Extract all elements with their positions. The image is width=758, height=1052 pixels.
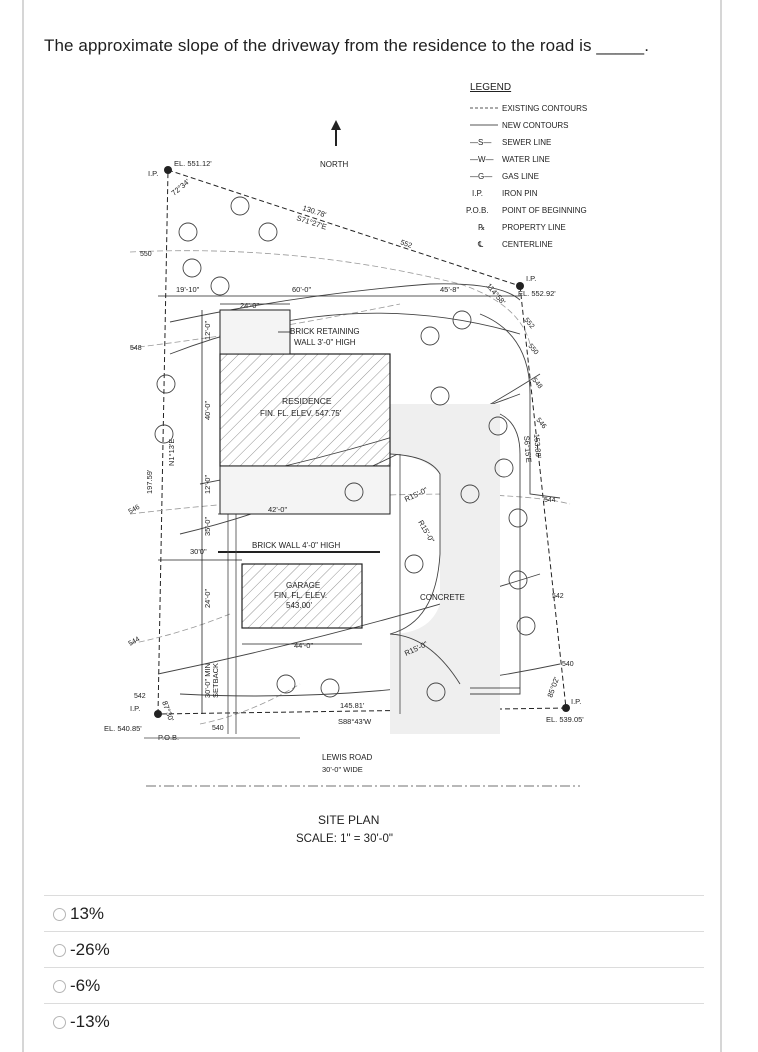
garage-label: GARAGE	[286, 581, 320, 590]
dim-30-min: 30'-0" MIN	[203, 663, 212, 698]
radio-icon[interactable]	[53, 944, 66, 957]
north-label: NORTH	[320, 160, 349, 169]
legend-centerline: CENTERLINE	[502, 240, 553, 249]
option-label: -13%	[70, 1012, 110, 1031]
dim-60: 60'-0"	[292, 285, 311, 294]
site-plan-scale: SCALE: 1" = 30'-0"	[296, 833, 393, 845]
question-card	[22, 0, 722, 1052]
dim-12-b: 12'-0"	[203, 475, 212, 494]
ip-ne: I.P.	[526, 274, 536, 283]
retaining-wall-height: WALL 3'-0" HIGH	[294, 338, 356, 347]
dim-35: 35'-0"	[203, 517, 212, 536]
svg-text:542: 542	[134, 693, 146, 700]
residence-fin-floor: FIN. FL. ELEV. 547.75'	[260, 409, 342, 418]
el-sw: EL. 540.85'	[104, 724, 142, 733]
east-bearing: S6°15'E	[522, 435, 533, 463]
option-label: 13%	[70, 904, 105, 923]
garage-fin-floor: FIN. FL. ELEV.	[274, 591, 327, 600]
legend-pl-sym: ℞	[478, 223, 485, 232]
svg-text:542: 542	[552, 593, 564, 600]
ip-se: I.P.	[571, 697, 581, 706]
dim-40: 40'-0"	[203, 401, 212, 420]
legend-property-line: PROPERTY LINE	[502, 223, 566, 232]
dim-24-top: 24'-0"	[240, 301, 259, 310]
option-label: -6%	[70, 976, 101, 995]
dim-42: 42'-0"	[268, 505, 287, 514]
dim-19-10: 19'-10"	[176, 285, 200, 294]
radius-2: R15'-0"	[416, 519, 436, 545]
garage-elevation: 543.00'	[286, 601, 312, 610]
radio-icon[interactable]	[53, 1016, 66, 1029]
dim-30: 30'0"	[190, 547, 207, 556]
option-neg-6-percent[interactable]: -6%	[44, 967, 704, 1003]
option-neg-13-percent[interactable]: -13%	[44, 1003, 704, 1039]
svg-text:550: 550	[140, 251, 152, 258]
radius-1: R15'-0"	[403, 485, 429, 504]
svg-text:546: 546	[128, 504, 142, 516]
option-label: -26%	[70, 940, 110, 959]
legend-new-contours: NEW CONTOURS	[502, 121, 569, 130]
west-bearing: N1°13'E	[167, 439, 176, 466]
svg-text:544: 544	[128, 636, 142, 648]
legend-water-line: WATER LINE	[502, 155, 550, 164]
el-nw: EL. 551.12'	[174, 159, 212, 168]
svg-text:550: 550	[526, 343, 539, 357]
legend-gas-sym: —G—	[470, 172, 492, 181]
el-ne: EL. 552.92'	[518, 289, 556, 298]
angle-ne: 114°58'	[484, 282, 507, 307]
angle-sw: 87°30'	[160, 700, 176, 723]
option-13-percent[interactable]: 13%	[44, 895, 704, 931]
radio-icon[interactable]	[53, 908, 66, 921]
el-se: EL. 539.05'	[546, 715, 584, 724]
svg-text:548: 548	[130, 345, 142, 352]
legend-water-sym: —W—	[470, 155, 494, 164]
brick-wall-label: BRICK WALL 4'-0" HIGH	[252, 541, 340, 550]
legend-point-of-beginning: POINT OF BEGINNING	[502, 206, 587, 215]
svg-text:548: 548	[530, 377, 543, 391]
svg-text:540: 540	[562, 661, 574, 668]
residence-label: RESIDENCE	[282, 396, 332, 406]
site-plan-drawing: LEGEND EXISTING CONTOURS NEW CONTOURS —S…	[104, 82, 587, 845]
ip-sw: I.P.	[130, 704, 140, 713]
east-dist: 153.38'	[532, 433, 543, 459]
dim-24-side: 24'-0"	[203, 589, 212, 608]
setback-label: SETBACK	[211, 663, 220, 698]
ip-nw: I.P.	[148, 169, 158, 178]
legend-existing-contours: EXISTING CONTOURS	[502, 104, 587, 113]
svg-text:552: 552	[399, 239, 412, 250]
legend-pob-sym: P.O.B.	[466, 206, 489, 215]
svg-text:544: 544	[544, 497, 556, 504]
radio-icon[interactable]	[53, 980, 66, 993]
legend-iron-pin: IRON PIN	[502, 189, 538, 198]
dim-44: 44'-0"	[294, 641, 313, 650]
option-neg-26-percent[interactable]: -26%	[44, 931, 704, 967]
legend-cl-sym: ℄	[477, 240, 484, 249]
west-dist: 197.59'	[145, 469, 154, 494]
angle-nw: 72°34'	[170, 177, 192, 198]
south-dist: 145.81'	[340, 701, 365, 710]
pob-label: P.O.B.	[158, 733, 179, 742]
angle-se: 85°02'	[545, 675, 561, 698]
retaining-wall-label: BRICK RETAINING	[290, 327, 360, 336]
south-bearing: S88°43'W	[338, 717, 372, 726]
question-text: The approximate slope of the driveway fr…	[44, 36, 650, 55]
legend-ip-sym: I.P.	[472, 189, 483, 198]
dim-45-8: 45'-8"	[440, 285, 459, 294]
legend-gas-line: GAS LINE	[502, 172, 539, 181]
concrete-label: CONCRETE	[420, 593, 465, 602]
road-name: LEWIS ROAD	[322, 753, 372, 762]
site-plan-title: SITE PLAN	[318, 813, 379, 827]
legend-sewer-sym: —S—	[470, 138, 491, 147]
svg-text:546: 546	[534, 417, 547, 431]
dim-12-a: 12'-0"	[203, 321, 212, 340]
answer-options: 13% -26% -6% -13%	[44, 895, 704, 1039]
svg-text:540: 540	[212, 725, 224, 732]
road-width: 30'-0" WIDE	[322, 765, 363, 774]
legend-sewer-line: SEWER LINE	[502, 138, 551, 147]
legend-title: LEGEND	[470, 82, 511, 93]
